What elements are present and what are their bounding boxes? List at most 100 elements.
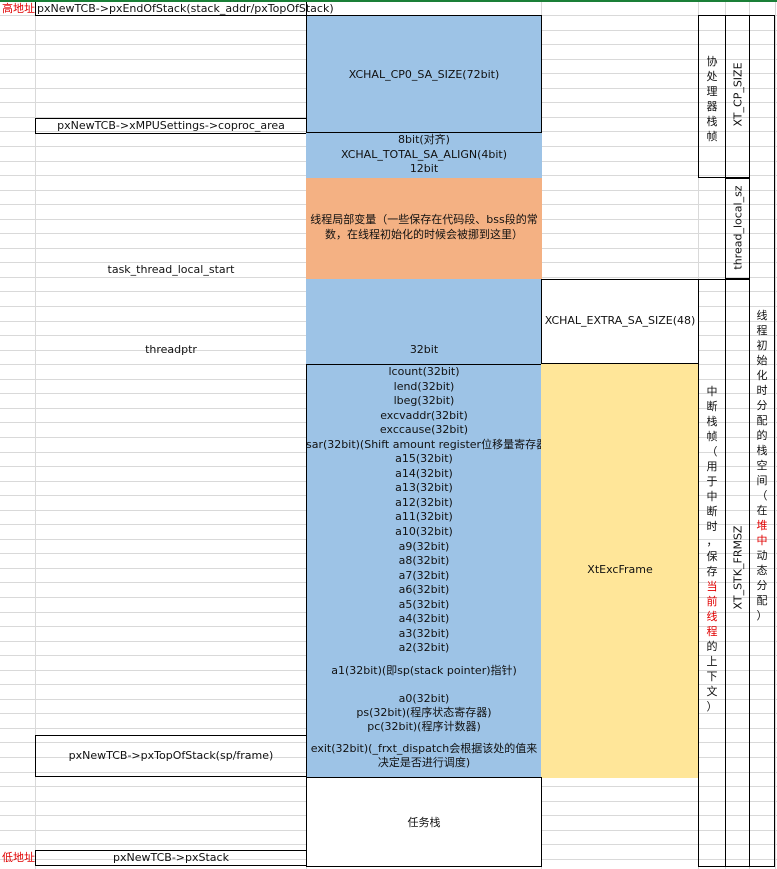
end-of-stack-box: pxNewTCB->pxEndOfStack(stack_addr/pxTopO… — [35, 1, 334, 16]
vertical-char: ） — [706, 700, 718, 713]
register-list: lcount(32bit)lend(32bit)lbeg(32bit)excva… — [306, 365, 552, 656]
register-frame-block — [306, 364, 542, 778]
register-item: a5(32bit) — [398, 597, 450, 611]
register-item: a10(32bit) — [395, 525, 453, 539]
register-item: a13(32bit) — [395, 481, 453, 495]
coproc-frame-bracket: 协处理器栈帧 — [698, 15, 726, 178]
thread-local-block: 线程局部变量（一些保存在代码段、bss段的常 数，在线程初始化的时候会被挪到这里… — [306, 178, 542, 279]
top-green-line — [0, 0, 777, 2]
register-item: a3(32bit) — [398, 626, 450, 640]
cp0-sa-size-label: XCHAL_CP0_SA_SIZE(72bit) — [348, 68, 500, 81]
interrupt-frame-bracket: 中断栈帧（用于中断时，保存当前线程的上下文） — [698, 279, 726, 867]
xt-cp-size-label: XT_CP_SIZE — [731, 62, 745, 127]
thread-init-bracket: 线程初始化时分配的栈空间（在堆中动态分配） — [749, 15, 775, 867]
register-item: sar(32bit)(Shift amount register位移量寄存器) — [306, 437, 552, 451]
register-a1: a1(32bit)(即sp(stack pointer)指针) — [331, 664, 517, 677]
vertical-char: 程 — [706, 625, 718, 638]
register-ps: ps(32bit)(程序状态寄存器) — [356, 706, 492, 719]
vertical-char: 理 — [706, 85, 718, 98]
vertical-char: 用 — [706, 460, 718, 473]
px-stack-label: pxNewTCB->pxStack — [113, 851, 229, 864]
register-item: a14(32bit) — [395, 466, 453, 480]
coproc-area-label: pxNewTCB->xMPUSettings->coproc_area — [57, 119, 285, 132]
align-bottom-label: 12bit — [409, 162, 439, 175]
vertical-char: 帧 — [706, 430, 718, 443]
vertical-char: 处 — [706, 70, 718, 83]
thread-init-label: 线程初始化时分配的栈空间（在堆中动态分配） — [750, 308, 774, 623]
px-stack-box: pxNewTCB->pxStack — [35, 850, 307, 866]
register-item: a7(32bit) — [398, 568, 450, 582]
vertical-char: ， — [706, 535, 718, 548]
xt-cp-size-bracket: XT_CP_SIZE — [725, 15, 750, 178]
threadptr-block: 32bit — [306, 279, 542, 364]
xt-stk-frmsz-label: XT_STK_FRMSZ — [731, 525, 745, 610]
vertical-char: 文 — [706, 685, 718, 698]
vertical-char: 时 — [706, 520, 718, 533]
vertical-char: 分 — [756, 579, 768, 592]
vertical-char: 前 — [706, 595, 718, 608]
vertical-char: 线 — [756, 309, 768, 322]
vertical-char: 分 — [756, 399, 768, 412]
thread-local-sz-label: thread_local_sz — [731, 185, 745, 270]
vertical-char: 中 — [706, 490, 718, 503]
register-item: exccause(32bit) — [379, 423, 469, 437]
register-item: a12(32bit) — [395, 495, 453, 509]
vertical-char: 中 — [706, 385, 718, 398]
register-item: a9(32bit) — [398, 539, 450, 553]
vertical-char: （ — [706, 445, 718, 458]
vertical-char: （ — [756, 489, 768, 502]
vertical-char: 下 — [706, 670, 718, 683]
extra-sa-size-label: XCHAL_EXTRA_SA_SIZE(48) — [544, 314, 696, 327]
end-of-stack-label: pxNewTCB->pxEndOfStack(stack_addr/pxTopO… — [37, 2, 334, 15]
vertical-char: 于 — [706, 475, 718, 488]
register-exit-line1: exit(32bit)(_frxt_dispatch会根据该处的值来 — [310, 742, 538, 755]
register-item: lend(32bit) — [393, 379, 455, 393]
vertical-char: 栈 — [706, 415, 718, 428]
vertical-char: 栈 — [706, 115, 718, 128]
vertical-char: 帧 — [706, 130, 718, 143]
vertical-char: 堆 — [756, 519, 768, 532]
register-item: a2(32bit) — [398, 641, 450, 655]
total-sa-align-block: 8bit(对齐) XCHAL_TOTAL_SA_ALIGN(4bit) 12bi… — [306, 133, 542, 178]
task-stack-block: 任务栈 — [306, 777, 542, 867]
thread-local-line2: 数，在线程初始化的时候会被挪到这里） — [325, 228, 523, 241]
coproc-area-box: pxNewTCB->xMPUSettings->coproc_area — [35, 118, 307, 134]
vertical-char: 化 — [756, 369, 768, 382]
vertical-char: 协 — [706, 55, 718, 68]
xt-exc-frame-label: XtExcFrame — [587, 563, 653, 576]
register-a0: a0(32bit) — [398, 692, 450, 705]
vertical-char: 断 — [706, 505, 718, 518]
coproc-frame-label: 协处理器栈帧 — [699, 54, 725, 144]
task-stack-label: 任务栈 — [407, 816, 441, 829]
cp0-sa-size-block: XCHAL_CP0_SA_SIZE(72bit) — [306, 15, 542, 133]
vertical-char: 中 — [756, 534, 768, 547]
register-item: a4(32bit) — [398, 612, 450, 626]
register-item: lbeg(32bit) — [393, 394, 455, 408]
vertical-char: 当 — [706, 580, 718, 593]
vertical-char: 间 — [756, 474, 768, 487]
low-address-label: 低地址 — [2, 851, 35, 864]
vertical-char: 断 — [706, 400, 718, 413]
thread-local-sz-bracket: thread_local_sz — [725, 178, 750, 279]
vertical-char: 存 — [706, 565, 718, 578]
vertical-char: 动 — [756, 549, 768, 562]
align-top-label: 8bit(对齐) — [398, 133, 450, 146]
threadptr-label: threadptr — [145, 343, 197, 356]
vertical-char: 时 — [756, 384, 768, 397]
register-item: lcount(32bit) — [388, 365, 460, 378]
register-item: excvaddr(32bit) — [380, 408, 468, 422]
vertical-char: 初 — [756, 339, 768, 352]
vertical-char: 器 — [706, 100, 718, 113]
top-of-stack-label: pxNewTCB->pxTopOfStack(sp/frame) — [68, 749, 274, 762]
xt-stk-frmsz-bracket: XT_STK_FRMSZ — [725, 279, 750, 867]
high-address-label: 高地址 — [2, 2, 35, 15]
vertical-char: 配 — [756, 414, 768, 427]
vertical-char: 栈 — [756, 444, 768, 457]
vertical-char: 配 — [756, 594, 768, 607]
register-pc: pc(32bit)(程序计数器) — [367, 720, 481, 733]
vertical-char: 上 — [706, 655, 718, 668]
interrupt-frame-label: 中断栈帧（用于中断时，保存当前线程的上下文） — [699, 384, 725, 714]
register-item: a15(32bit) — [395, 452, 453, 466]
extra-sa-size-box: XCHAL_EXTRA_SA_SIZE(48) — [541, 279, 699, 364]
vertical-char: 保 — [706, 550, 718, 563]
